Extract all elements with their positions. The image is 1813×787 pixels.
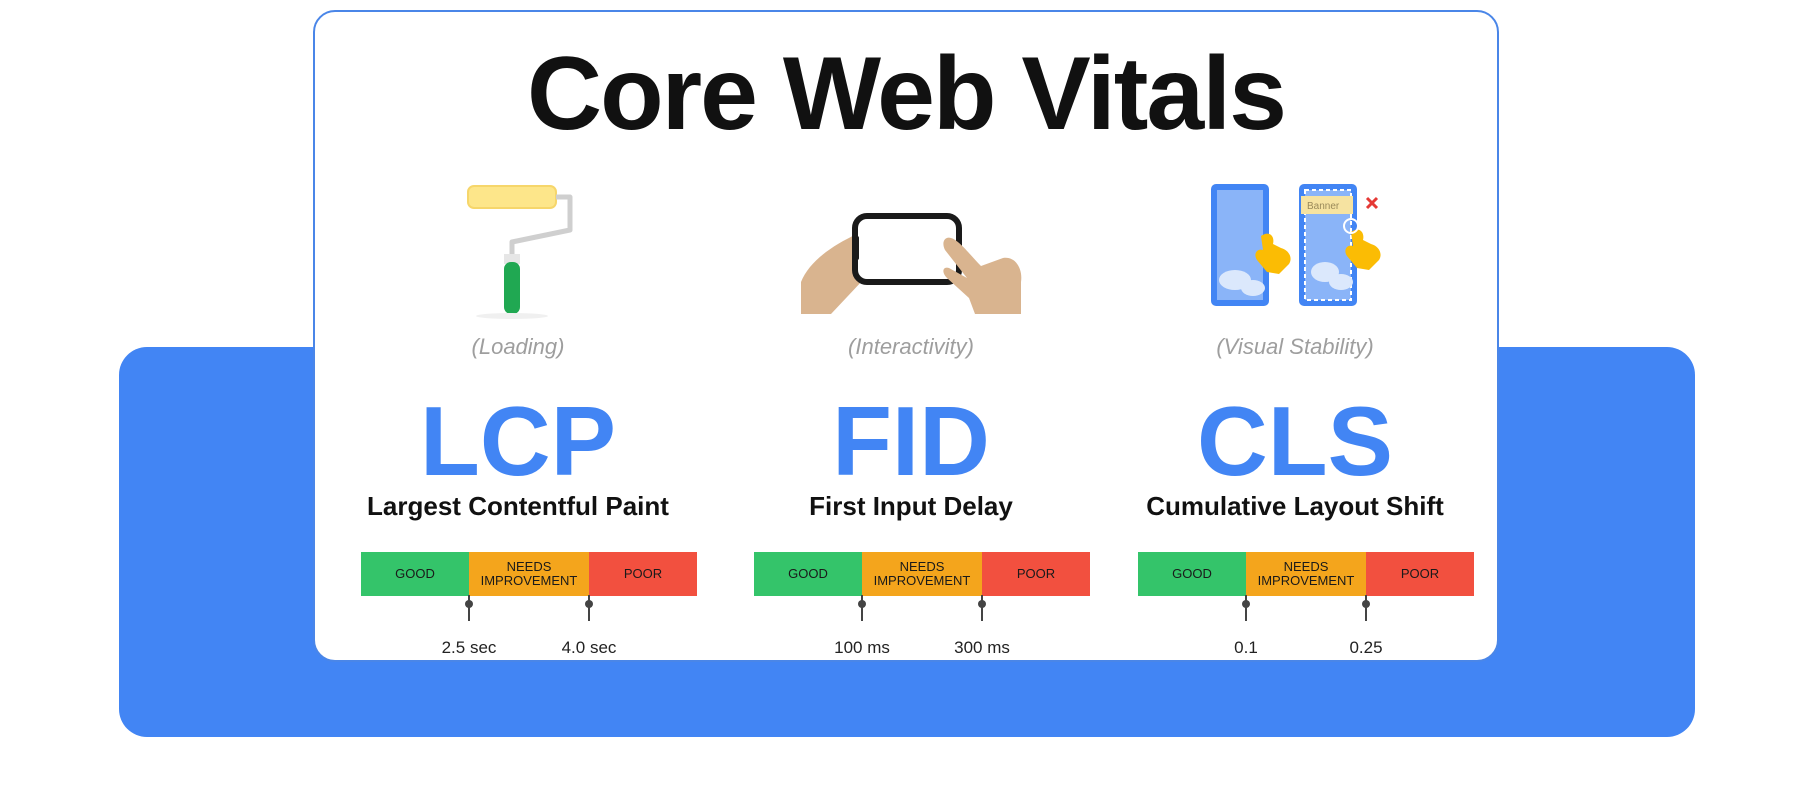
metric-abbreviation: LCP: [420, 386, 616, 496]
metric-abbreviation: CLS: [1197, 386, 1393, 496]
threshold-dot: [858, 600, 866, 608]
threshold-dot: [1242, 600, 1250, 608]
metric-category: (Interactivity): [848, 334, 974, 359]
threshold-marker: [468, 595, 470, 621]
metric-column-fid: (Interactivity) FID First Input Delay GO…: [721, 12, 1101, 660]
threshold-dot: [465, 600, 473, 608]
metric-name: Largest Contentful Paint: [367, 491, 669, 521]
core-web-vitals-card: Core Web Vitals (Loading) LCP Largest Co…: [313, 10, 1499, 662]
needs-label-line2: IMPROVEMENT: [480, 573, 578, 588]
hands-tapping-phone-icon: [721, 172, 1101, 322]
threshold-dot: [978, 600, 986, 608]
paint-roller-icon: [328, 172, 708, 322]
rating-poor: POOR: [982, 552, 1090, 596]
needs-label-line1: NEEDS: [1283, 558, 1329, 574]
metric-name: Cumulative Layout Shift: [1146, 491, 1444, 521]
threshold-label: 0.1: [1234, 638, 1258, 657]
threshold-dot: [585, 600, 593, 608]
metric-column-cls: Banner (Visual Stability) CLS Cumulative…: [1105, 12, 1485, 660]
threshold-label: 0.25: [1349, 638, 1383, 657]
threshold-marker: [861, 595, 863, 621]
banner-text: Banner: [1307, 201, 1340, 212]
metric-category: (Loading): [471, 334, 565, 359]
rating-poor: POOR: [589, 552, 697, 596]
rating-good: GOOD: [1138, 552, 1246, 596]
threshold-label: 100 ms: [834, 638, 890, 657]
metric-name: First Input Delay: [809, 491, 1013, 521]
rating-good: GOOD: [361, 552, 469, 596]
needs-label-line2: IMPROVEMENT: [1257, 573, 1355, 588]
rating-poor: POOR: [1366, 552, 1474, 596]
metric-category: (Visual Stability): [1216, 334, 1374, 359]
threshold-label: 2.5 sec: [441, 638, 497, 657]
page-title: Core Web Vitals: [527, 36, 1287, 152]
metric-column-lcp: (Loading) LCP Largest Contentful Paint G…: [328, 12, 708, 660]
needs-label-line1: NEEDS: [506, 558, 552, 574]
needs-label-line2: IMPROVEMENT: [873, 573, 971, 588]
threshold-marker: [1365, 595, 1367, 621]
threshold-dot: [1362, 600, 1370, 608]
threshold-label: 4.0 sec: [561, 638, 617, 657]
threshold-marker: [981, 595, 983, 621]
needs-label-line1: NEEDS: [899, 558, 945, 574]
rating-good: GOOD: [754, 552, 862, 596]
shifting-layout-phones-icon: Banner: [1105, 172, 1485, 322]
threshold-label: 300 ms: [954, 638, 1010, 657]
threshold-marker: [588, 595, 590, 621]
threshold-marker: [1245, 595, 1247, 621]
metric-abbreviation: FID: [832, 386, 990, 496]
